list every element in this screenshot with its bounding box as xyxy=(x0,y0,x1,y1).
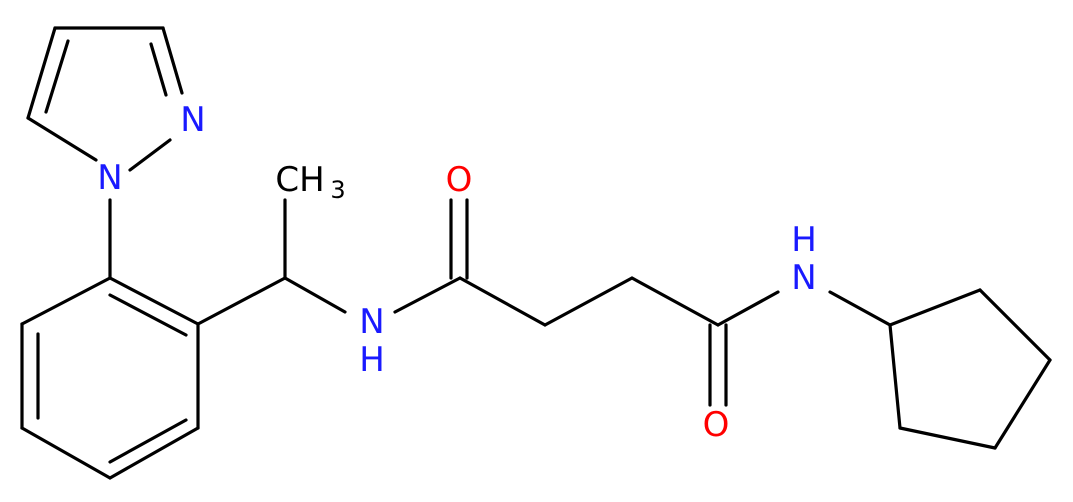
bond-pyrazole-c5-c4-double xyxy=(44,39,70,114)
bond-phenyl-ch xyxy=(196,276,287,326)
pyrazole-ring xyxy=(26,26,184,172)
atom-label-nh-2-n: N xyxy=(791,258,816,298)
bond-ch2-carbonyl2 xyxy=(630,276,720,327)
atom-label-methyl-subscript: 3 xyxy=(330,176,345,204)
bond-carbonyl2-nh xyxy=(716,290,780,327)
atom-label-n-pyrazole-2: N xyxy=(180,100,205,140)
atom-label-nh-1-n: N xyxy=(359,302,384,342)
bond-nh-carbonyl1 xyxy=(393,276,462,314)
bond-pyrazole-n2-n1 xyxy=(128,138,172,172)
atom-label-n-pyrazole-1: N xyxy=(97,158,122,198)
bond-pyrazole-c3-n2-double xyxy=(149,42,168,97)
bond-benzene-6-1 xyxy=(20,276,112,326)
benzene-ring xyxy=(20,276,200,480)
bond-pyrazole-c5-c4 xyxy=(26,26,57,120)
bond-cyclopentane-2-3 xyxy=(978,288,1052,362)
atom-label-methyl: CH xyxy=(275,160,324,200)
bond-benzene-1-2-double xyxy=(108,293,188,337)
atom-label-oxygen-1: O xyxy=(446,160,473,200)
atom-label-nh-2-h: H xyxy=(791,220,817,260)
bond-nh-cyclopentyl xyxy=(828,290,892,327)
cyclopentane-ring xyxy=(888,288,1052,450)
bond-ch2-ch2 xyxy=(543,276,634,327)
bond-carbonyl1-ch2 xyxy=(458,276,547,327)
bond-pyrazole-n1-c5 xyxy=(26,116,98,162)
bond-ch-nh xyxy=(283,276,347,314)
bond-benzene-1-2 xyxy=(108,276,200,326)
bond-cyclopentane-1-2 xyxy=(888,288,982,327)
bond-benzene-3-4-double xyxy=(108,418,188,464)
bond-pyrazole-c3-n2 xyxy=(161,26,184,95)
bond-benzene-4-5 xyxy=(20,426,112,480)
bond-cyclopentane-3-4 xyxy=(993,358,1052,450)
bond-cyclopentane-4-5 xyxy=(898,426,997,450)
atom-label-oxygen-2: O xyxy=(703,405,730,445)
atom-label-nh-1-h: H xyxy=(359,340,385,380)
bond-benzene-3-4 xyxy=(108,426,200,480)
bond-cyclopentane-5-1 xyxy=(888,323,902,430)
